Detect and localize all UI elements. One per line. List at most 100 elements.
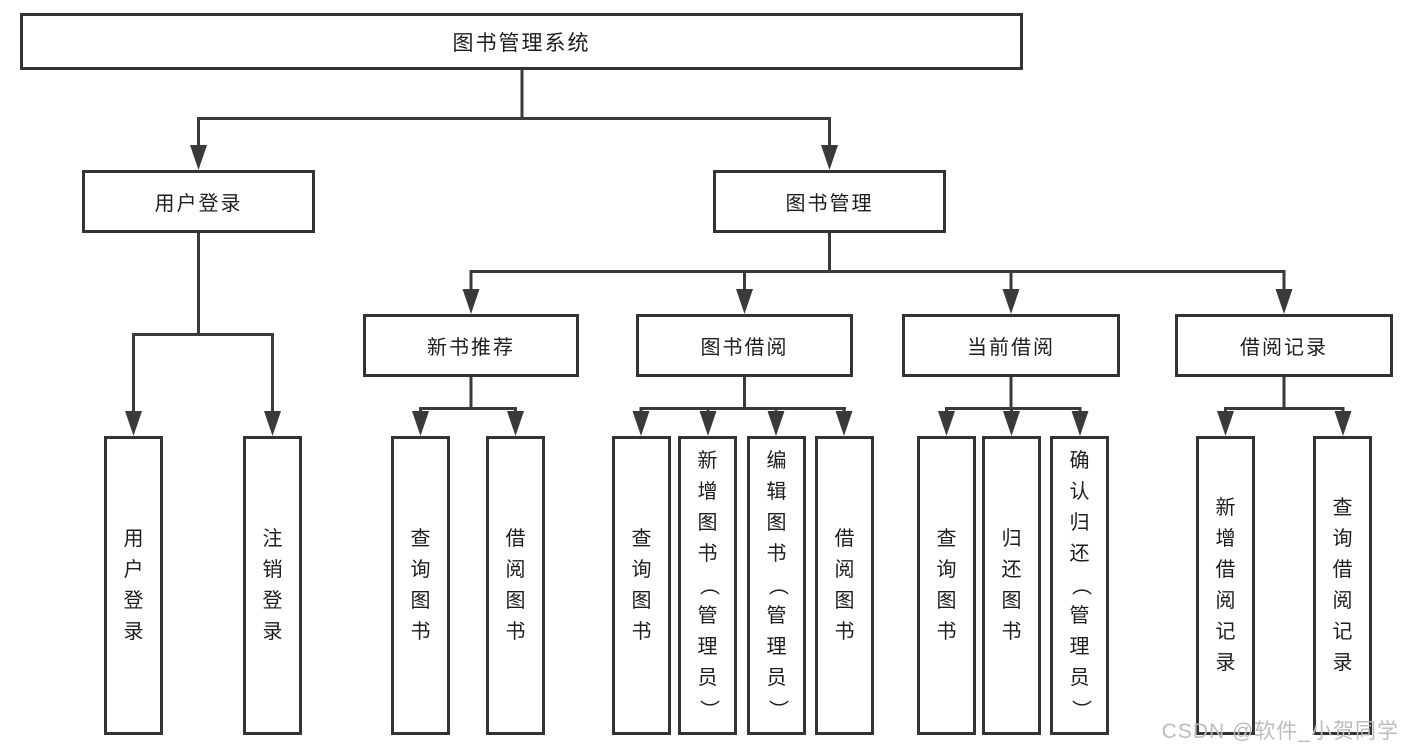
csdn-watermark: CSDN @软件_小贺同学 <box>1161 720 1399 743</box>
node-label: 注销登录 <box>263 524 283 648</box>
vertical-char: 询 <box>936 558 957 581</box>
vertical-char: 图 <box>1001 589 1022 612</box>
leaf-return-books: 归还图书 <box>982 436 1041 735</box>
arrowhead <box>1002 289 1020 314</box>
arrowhead <box>1275 289 1293 314</box>
vertical-char: 借 <box>1332 558 1353 581</box>
vertical-char: 增 <box>1215 527 1236 550</box>
leaf-query-books-3: 查询图书 <box>917 436 976 735</box>
vertical-char: 图 <box>410 589 431 612</box>
node-label: 归还图书 <box>1002 524 1022 648</box>
vertical-char: 书 <box>505 620 526 643</box>
vertical-char: ） <box>1069 699 1091 720</box>
vertical-char: 图 <box>631 589 652 612</box>
vertical-char: 理 <box>697 636 718 658</box>
vertical-char: 认 <box>1069 481 1090 503</box>
vertical-char: 管 <box>697 605 718 627</box>
vertical-char: 询 <box>410 558 431 581</box>
node-label: 当前借阅 <box>967 337 1055 359</box>
node-label: 借阅图书 <box>506 524 526 648</box>
vertical-char: 图 <box>697 512 718 534</box>
leaf-query-books-2: 查询图书 <box>612 436 671 735</box>
vertical-char: 管 <box>1069 605 1090 627</box>
leaf-query-borrow-record: 查询借阅记录 <box>1313 436 1372 735</box>
vertical-char: ） <box>766 699 788 720</box>
vertical-char: 查 <box>631 527 652 550</box>
arrowhead <box>125 411 142 436</box>
node-user-login: 用户登录 <box>82 170 315 233</box>
node-label: 新书推荐 <box>427 337 515 359</box>
node-label: 图书借阅 <box>700 337 789 359</box>
node-new-book-recommendation: 新书推荐 <box>363 314 579 377</box>
vertical-char: 书 <box>410 620 431 643</box>
vertical-char: 用 <box>123 527 144 550</box>
leaf-user-login: 用户登录 <box>104 436 163 735</box>
arrowheads-group <box>125 145 1352 436</box>
vertical-char: 查 <box>1332 496 1353 519</box>
vertical-char: 图 <box>505 589 526 612</box>
node-label: 编辑图书（管理员） <box>766 446 788 725</box>
vertical-char: 登 <box>123 589 144 612</box>
arrowhead <box>1003 411 1020 436</box>
vertical-char: 登 <box>262 589 283 612</box>
node-label: 查询借阅记录 <box>1333 493 1353 679</box>
node-label: 查询图书 <box>937 524 957 648</box>
vertical-char: （ <box>1069 575 1091 596</box>
node-book-management: 图书管理 <box>713 170 946 233</box>
node-book-borrowing: 图书借阅 <box>636 314 853 377</box>
vertical-char: 书 <box>936 620 957 643</box>
vertical-char: 理 <box>1069 636 1090 658</box>
vertical-char: 借 <box>834 527 855 550</box>
leaf-borrow-books-2: 借阅图书 <box>815 436 874 735</box>
vertical-char: 图 <box>766 512 787 534</box>
vertical-char: 录 <box>1332 651 1353 674</box>
node-library-management-system: 图书管理系统 <box>20 13 1023 70</box>
vertical-char: 还 <box>1069 543 1090 565</box>
vertical-char: 记 <box>1215 620 1236 643</box>
leaf-confirm-return-admin: 确认归还 （ 管理员 ） <box>1050 436 1109 735</box>
vertical-char: 录 <box>262 620 283 643</box>
vertical-char: 员 <box>766 667 787 689</box>
vertical-char: 录 <box>1215 651 1236 674</box>
node-label: 图书管理 <box>785 193 874 215</box>
vertical-char: 书 <box>697 543 718 565</box>
leaf-add-books-admin: 新增图书（管理员） <box>678 436 737 735</box>
vertical-char: 书 <box>631 620 652 643</box>
arrowhead <box>632 411 650 436</box>
vertical-char: 阅 <box>1332 589 1353 612</box>
node-label: 用户登录 <box>124 524 144 648</box>
vertical-char: 归 <box>1069 512 1090 534</box>
arrowhead <box>264 411 281 436</box>
vertical-char: 录 <box>123 620 144 643</box>
node-current-borrowing: 当前借阅 <box>902 314 1120 377</box>
vertical-char: 员 <box>697 667 718 689</box>
arrowhead <box>1217 411 1234 436</box>
arrowhead <box>1071 411 1089 436</box>
vertical-char: 询 <box>631 558 652 581</box>
arrowhead <box>1334 411 1352 436</box>
node-borrowing-records: 借阅记录 <box>1175 314 1393 377</box>
node-label: 借阅图书 <box>835 524 855 648</box>
vertical-char: 查 <box>936 527 957 550</box>
vertical-char: 理 <box>766 636 787 658</box>
vertical-char: 书 <box>834 620 855 643</box>
arrowhead <box>767 411 785 436</box>
vertical-char: 管 <box>766 605 787 627</box>
arrowhead <box>412 411 429 436</box>
vertical-char: 员 <box>1069 667 1090 689</box>
vertical-char: 归 <box>1001 527 1022 550</box>
vertical-char: 辑 <box>766 481 787 503</box>
vertical-char: 增 <box>697 481 718 503</box>
vertical-char: 查 <box>410 527 431 550</box>
vertical-char: 确 <box>1069 450 1090 472</box>
vertical-char: 图 <box>834 589 855 612</box>
arrowhead <box>699 411 717 436</box>
node-label: 新增图书（管理员） <box>697 446 719 725</box>
node-label: 图书管理系统 <box>452 31 591 55</box>
arrowhead <box>736 289 753 314</box>
node-label: 查询图书 <box>632 524 652 648</box>
vertical-char: 销 <box>262 558 283 581</box>
vertical-char: 书 <box>766 543 787 565</box>
